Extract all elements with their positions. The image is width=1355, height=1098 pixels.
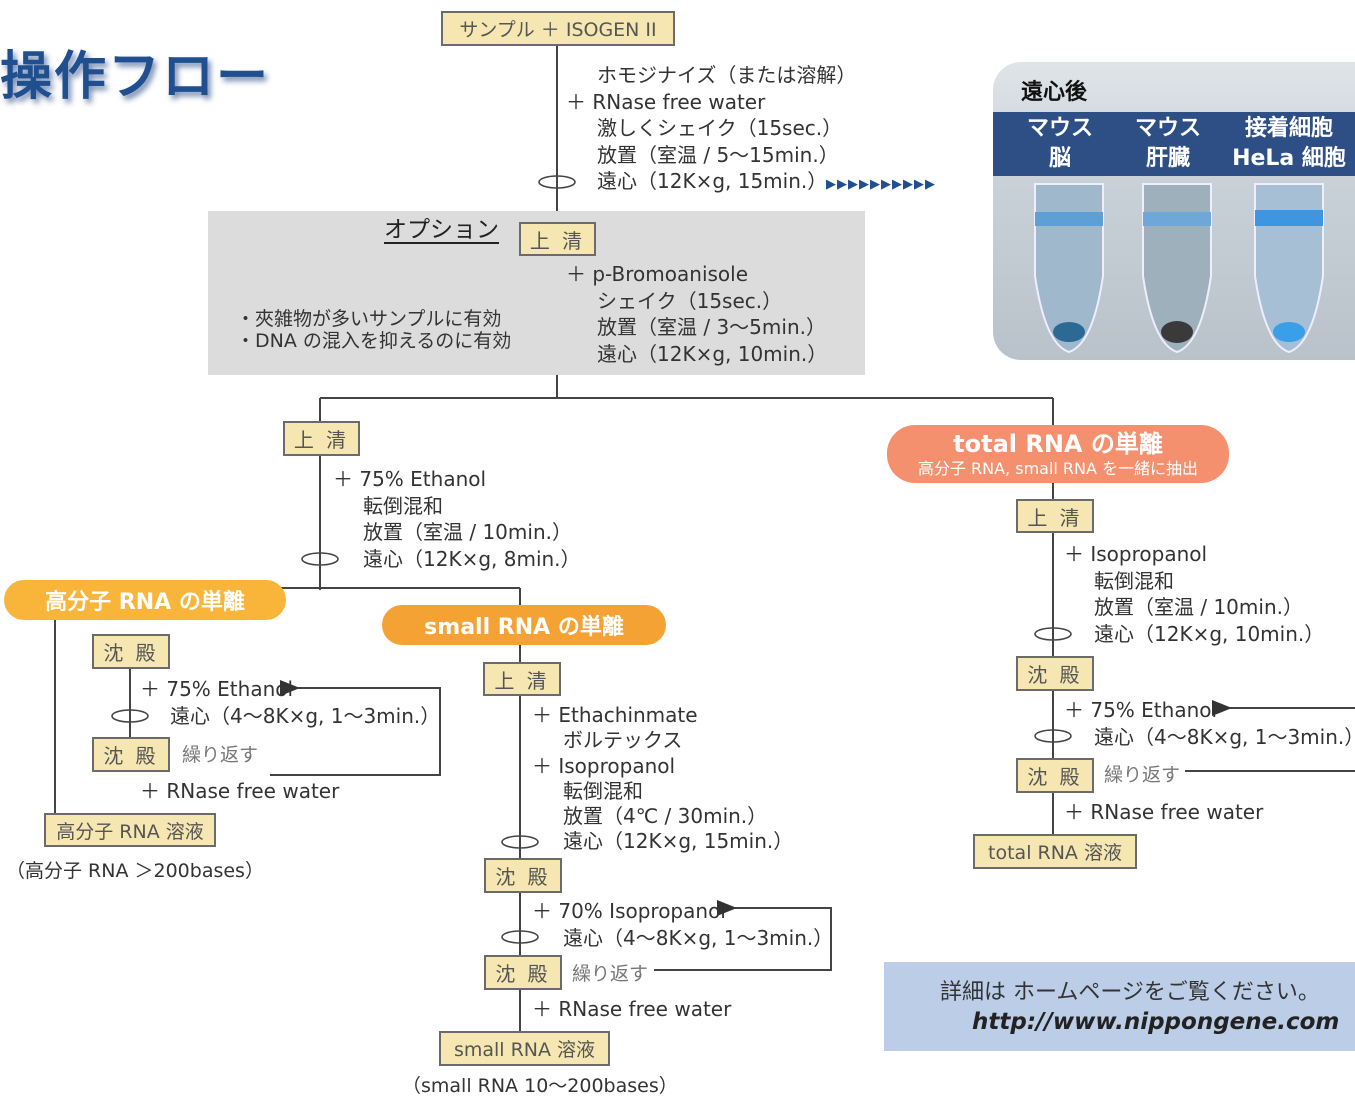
small-step2-1: ＋ 70% Isopropanol	[532, 899, 726, 923]
small-step-3: ＋ Isopropanol	[532, 753, 676, 778]
small-step-4: 転倒混和	[563, 778, 643, 803]
total-step2-2: 遠心（4〜8K×g, 1〜3min.）	[1094, 724, 1355, 749]
high-mw-pill: 高分子 RNA の単離	[4, 580, 286, 620]
start-box: サンプル ＋ ISOGEN II	[441, 11, 675, 46]
small-steps-2: ＋ 70% Isopropanol 遠心（4〜8K×g, 1〜3min.）	[532, 898, 833, 951]
total-final-box: total RNA 溶液	[973, 834, 1137, 869]
high-mw-steps: ＋ 75% Ethanol 遠心（4〜8K×g, 1〜3min.）	[140, 676, 440, 729]
small-rna-pill: small RNA の単離	[382, 605, 666, 645]
photo-label-2-line2: 肝臓	[1145, 146, 1190, 171]
total-water: ＋ RNase free water	[1064, 800, 1264, 824]
total-supernatant-box: 上 清	[1016, 499, 1094, 533]
photo-label-3-line1: 接着細胞	[1244, 116, 1333, 141]
small-precipitate-box-2: 沈 殿	[484, 955, 562, 990]
total-precipitate-box-2: 沈 殿	[1016, 758, 1094, 793]
photo-label-2: マウス 肝臓	[1123, 114, 1213, 174]
total-pill-subtitle: 高分子 RNA, small RNA を一緒に抽出	[917, 459, 1199, 478]
photo-label-2-line1: マウス	[1134, 116, 1201, 141]
tube-photo: 遠心後 マウス 脳 マウス 肝臓 接着細胞 HeLa 細胞	[993, 62, 1355, 360]
high-mw-step-2: 遠心（4〜8K×g, 1〜3min.）	[170, 703, 441, 728]
total-pill-title: total RNA の単離	[953, 430, 1163, 458]
total-precipitate-box: 沈 殿	[1016, 656, 1094, 691]
total-step-3: 放置（室温 / 10min.）	[1094, 595, 1303, 619]
option-step-4: 遠心（12K×g, 10min.）	[597, 341, 828, 366]
small-water: ＋ RNase free water	[532, 997, 732, 1021]
small-step-2: ボルテックス	[563, 728, 683, 753]
total-steps: ＋ Isopropanol 転倒混和 放置（室温 / 10min.） 遠心（12…	[1064, 541, 1324, 647]
step1-incubate: 放置（室温 / 5〜15min.）	[597, 142, 839, 167]
high-mw-repeat-label: 繰り返す	[182, 740, 259, 767]
small-steps: ＋ Ethachinmate ボルテックス ＋ Isopropanol 転倒混和…	[532, 703, 793, 855]
left-step-2: 転倒混和	[363, 493, 443, 518]
left-step-4: 遠心（12K×g, 8min.）	[363, 546, 581, 571]
small-note: （small RNA 10〜200bases）	[402, 1075, 678, 1097]
pellet-liver	[1161, 321, 1193, 343]
total-step-1: ＋ Isopropanol	[1064, 542, 1208, 566]
option-note-1: ・夾雑物が多いサンプルに有効	[236, 308, 502, 330]
step1-homogenize: ホモジナイズ（または溶解）	[597, 63, 857, 87]
info-text: 詳細は ホームページをご覧ください。	[940, 980, 1320, 1005]
total-repeat-label: 繰り返す	[1104, 760, 1181, 787]
small-step-5: 放置（4℃ / 30min.）	[563, 804, 768, 829]
photo-arrow: ▶▶▶▶▶▶▶▶▶▶	[826, 177, 936, 192]
step1-shake: 激しくシェイク（15sec.）	[597, 116, 843, 140]
left-step-1: ＋ 75% Ethanol	[333, 467, 487, 491]
option-step-3: 放置（室温 / 3〜5min.）	[597, 315, 826, 339]
left-supernatant-box: 上 清	[283, 421, 360, 456]
step1-centrifuge: 遠心（12K×g, 15min.）	[597, 169, 828, 193]
total-step-4: 遠心（12K×g, 10min.）	[1094, 621, 1325, 646]
total-step-2: 転倒混和	[1094, 568, 1174, 593]
small-step-6: 遠心（12K×g, 15min.）	[563, 829, 794, 854]
high-mw-step-1: ＋ 75% Ethanol	[140, 677, 294, 701]
total-steps-2: ＋ 75% Ethanol 遠心（4〜8K×g, 1〜3min.）	[1064, 697, 1355, 750]
photo-heading: 遠心後	[1021, 80, 1088, 105]
photo-label-3-line2: HeLa 細胞	[1232, 146, 1346, 171]
pellet-brain	[1053, 322, 1085, 342]
small-repeat-label: 繰り返す	[572, 959, 649, 986]
left-step-3: 放置（室温 / 10min.）	[363, 520, 572, 544]
option-note-2: ・DNA の混入を抑えるのに有効	[236, 330, 512, 352]
photo-label-1-line2: 脳	[1048, 146, 1071, 171]
high-mw-precipitate-box: 沈 殿	[92, 634, 170, 669]
high-mw-final-box: 高分子 RNA 溶液	[44, 813, 216, 847]
high-mw-note: （高分子 RNA ＞200bases）	[6, 860, 264, 882]
photo-label-1-line1: マウス	[1026, 116, 1093, 141]
small-step-1: ＋ Ethachinmate	[532, 703, 698, 727]
info-box: 詳細は ホームページをご覧ください。 http://www.nippongene…	[884, 962, 1355, 1051]
option-label: オプション	[384, 217, 499, 243]
step1-list: ホモジナイズ（または溶解） ＋ RNase free water 激しくシェイク…	[566, 62, 856, 195]
info-url[interactable]: http://www.nippongene.com	[972, 1009, 1340, 1035]
left-steps: ＋ 75% Ethanol 転倒混和 放置（室温 / 10min.） 遠心（12…	[333, 466, 581, 572]
small-supernatant-box: 上 清	[483, 662, 561, 696]
option-step-2: シェイク（15sec.）	[597, 288, 783, 313]
small-step2-2: 遠心（4〜8K×g, 1〜3min.）	[563, 925, 834, 950]
total-rna-pill: total RNA の単離 高分子 RNA, small RNA を一緒に抽出	[887, 425, 1229, 483]
option-step-1: ＋ p-Bromoanisole	[566, 262, 749, 286]
photo-label-3: 接着細胞 HeLa 細胞	[1229, 114, 1349, 174]
photo-label-1: マウス 脳	[1015, 114, 1105, 174]
option-steps: ＋ p-Bromoanisole シェイク（15sec.） 放置（室温 / 3〜…	[566, 261, 827, 367]
total-step2-1: ＋ 75% Ethanol	[1064, 698, 1218, 722]
high-mw-water: ＋ RNase free water	[140, 779, 340, 803]
tubes-illustration	[1034, 183, 1324, 354]
small-final-box: small RNA 溶液	[439, 1031, 610, 1066]
pellet-hela	[1273, 322, 1305, 342]
small-precipitate-box: 沈 殿	[484, 858, 562, 893]
option-supernatant-box: 上 清	[519, 222, 596, 256]
photo-label-band	[993, 112, 1355, 176]
page-title: 操作フロー	[0, 47, 271, 107]
high-mw-precipitate-box-2: 沈 殿	[92, 737, 170, 772]
step1-water: ＋ RNase free water	[566, 89, 766, 114]
